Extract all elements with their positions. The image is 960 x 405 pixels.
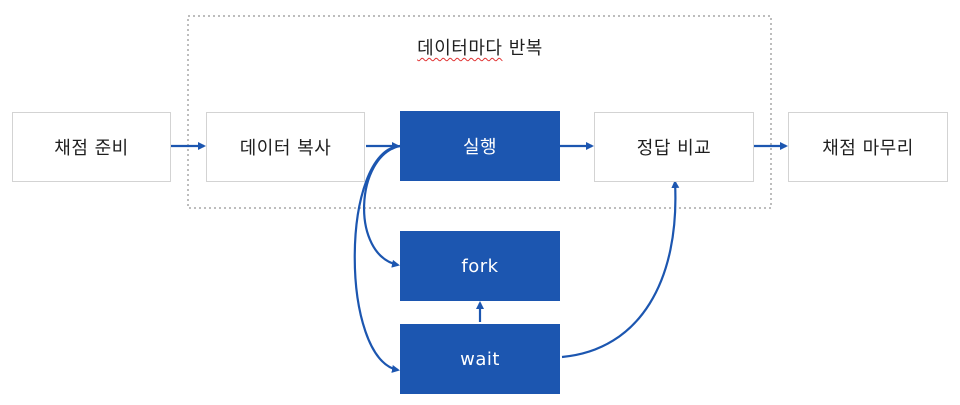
loop-region-border [187,15,772,209]
arrow-run-to-wait [353,144,401,373]
node-fork: fork [400,231,560,301]
loop-title-underlined: 데이터마다 [417,38,503,59]
node-compare: 정답 비교 [594,112,754,182]
arrow-wait-to-compare [561,180,680,359]
node-prepare: 채점 준비 [12,112,171,182]
arrow-run-to-fork [363,144,401,268]
node-finish: 채점 마무리 [788,112,948,182]
loop-title-rest: 반복 [502,38,543,59]
node-run: 실행 [400,111,560,181]
node-wait: wait [400,324,560,394]
node-copy: 데이터 복사 [206,112,365,182]
loop-title: 데이터마다 반복 [380,34,580,60]
